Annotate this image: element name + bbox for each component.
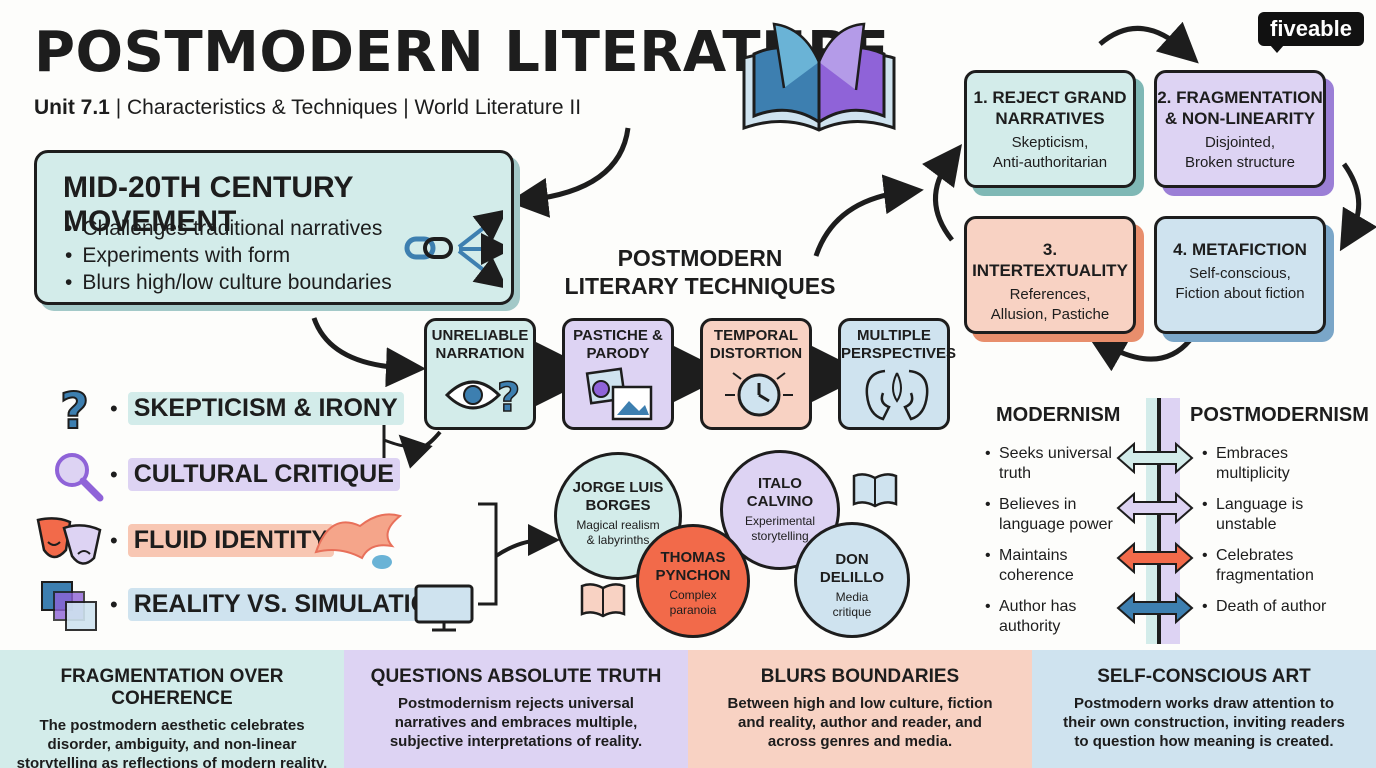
cycle-desc: Self-conscious,Fiction about fiction: [1175, 265, 1305, 302]
cycle-intertextuality: 3. INTERTEXTUALITY References,Allusion, …: [964, 216, 1136, 334]
movement-box: MID-20TH CENTURY MOVEMENT Challenges tra…: [34, 150, 514, 305]
double-arrow-icon: [1116, 541, 1194, 575]
techniques-heading-line: POSTMODERN: [617, 245, 783, 271]
movement-item: Blurs high/low culture boundaries: [65, 269, 391, 296]
comparison-arrows: [1116, 441, 1194, 625]
comparison-divider-line: [1157, 398, 1161, 644]
eye-question-icon: ?: [445, 374, 521, 422]
double-arrow-icon: [1116, 591, 1194, 625]
panel-fragmentation: FRAGMENTATION OVER COHERENCE The postmod…: [0, 650, 344, 768]
page-subtitle: Unit 7.1 | Characteristics & Techniques …: [34, 96, 581, 120]
movement-item: Experiments with form: [65, 242, 392, 269]
small-book-icon: [852, 473, 898, 508]
layered-squares-icon: [41, 581, 97, 631]
panel-title: BLURS BOUNDARIES: [760, 666, 960, 687]
cycle-fragmentation: 2. FRAGMENTATION& NON-LINEARITY Disjoint…: [1154, 70, 1326, 188]
techniques-heading-line: LITERARY TECHNIQUES: [564, 273, 836, 299]
faces-icon: [865, 369, 929, 421]
cycle-title: 2. FRAGMENTATION& NON-LINEARITY: [1157, 88, 1323, 128]
open-book-icon: [742, 22, 896, 132]
postmodernism-item: Death of author: [1202, 597, 1356, 617]
characteristic-label: CULTURAL CRITIQUE: [127, 458, 400, 491]
brand-logo: fiveable: [1258, 12, 1364, 53]
characteristic-skepticism: • SKEPTICISM & IRONY: [110, 392, 404, 425]
characteristic-label: REALITY VS. SIMULATION: [127, 588, 455, 621]
cycle-title: 4. METAFICTION: [1173, 240, 1307, 259]
subtitle-unit: Unit 7.1: [34, 96, 110, 119]
svg-text:?: ?: [60, 384, 89, 436]
cycle-desc: Disjointed,Broken structure: [1184, 134, 1296, 171]
characteristic-fluid-identity: • FLUID IDENTITY: [110, 524, 335, 557]
question-mark-icon: ?: [59, 384, 90, 436]
fluid-shape-icon: [314, 513, 403, 569]
cycle-title: 3. INTERTEXTUALITY: [972, 240, 1128, 280]
collage-icon: [585, 367, 653, 421]
small-book-icon: [580, 583, 626, 618]
cycle-desc: References,Allusion, Pastiche: [990, 286, 1110, 323]
clock-icon: [725, 372, 793, 417]
characteristic-label: SKEPTICISM & IRONY: [127, 392, 404, 425]
cycle-metafiction: 4. METAFICTION Self-conscious,Fiction ab…: [1154, 216, 1326, 334]
movement-item: Challenges traditional narratives: [65, 215, 392, 242]
panel-blurs-boundaries: BLURS BOUNDARIES Between high and low cu…: [688, 650, 1032, 768]
characteristic-label: FLUID IDENTITY: [127, 524, 335, 557]
modernism-heading: MODERNISM: [996, 404, 1121, 426]
monitor-icon: [414, 584, 474, 632]
panel-title: FRAGMENTATION OVER COHERENCE: [60, 666, 284, 709]
panel-self-conscious-art: SELF-CONSCIOUS ART Postmodern works draw…: [1032, 650, 1376, 768]
characteristic-cultural-critique: • CULTURAL CRITIQUE: [110, 458, 400, 491]
subtitle-details: | Characteristics & Techniques | World L…: [115, 96, 582, 119]
panel-title: QUESTIONS ABSOLUTE TRUTH: [370, 666, 662, 687]
techniques-heading: POSTMODERN LITERARY TECHNIQUES: [560, 244, 840, 300]
double-arrow-icon: [1116, 441, 1194, 475]
postmodernism-heading: POSTMODERNISM: [1190, 404, 1369, 426]
double-arrow-icon: [1116, 491, 1194, 525]
theater-masks-icon: [36, 517, 102, 565]
characteristic-reality-simulation: • REALITY VS. SIMULATION: [110, 588, 455, 621]
broken-chain-icon: [404, 209, 503, 289]
cycle-desc: Skepticism,Anti-authoritarian: [992, 134, 1108, 171]
panel-questions-truth: QUESTIONS ABSOLUTE TRUTH Postmodernism r…: [344, 650, 688, 768]
movement-list: Challenges traditional narratives Experi…: [65, 215, 392, 296]
technique-pastiche-parody: PASTICHE &PARODY: [562, 318, 674, 430]
technique-label: PASTICHE &PARODY: [573, 327, 663, 362]
author-desc: Magical realism& labyrinths: [576, 518, 660, 547]
panel-title: SELF-CONSCIOUS ART: [1097, 666, 1311, 687]
svg-text:?: ?: [497, 375, 520, 421]
magnifier-icon: [55, 453, 104, 502]
